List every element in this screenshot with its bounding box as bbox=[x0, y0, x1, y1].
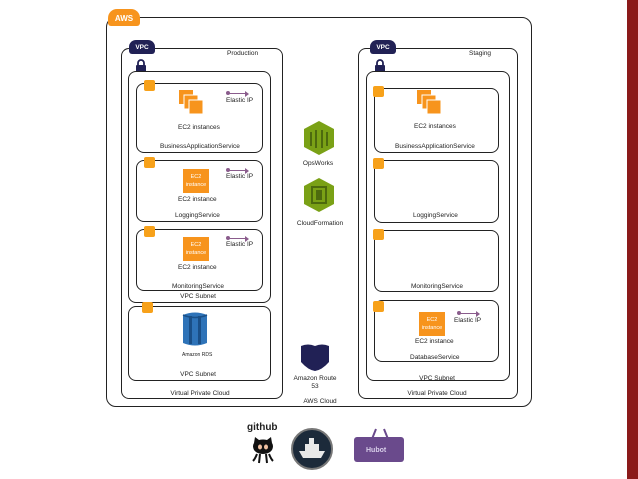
ec2-instances-label: EC2 instances bbox=[414, 123, 456, 130]
production-rds-subnet bbox=[128, 306, 271, 381]
service-marker bbox=[144, 226, 155, 237]
aws-cloud-label: AWS Cloud bbox=[303, 398, 337, 405]
staging-title: Staging bbox=[469, 50, 492, 57]
service-marker bbox=[373, 229, 384, 240]
staging-vpc-subnet bbox=[366, 71, 510, 381]
ec2-instance-label: EC2 instance bbox=[415, 338, 454, 345]
ec2-instance-label: EC2 instance bbox=[178, 264, 217, 271]
rds-subnet-label: VPC Subnet bbox=[180, 371, 216, 378]
service-marker bbox=[373, 301, 384, 312]
ec2-instance-label: EC2 instance bbox=[178, 196, 217, 203]
elastic-ip-icon bbox=[226, 235, 249, 242]
docker-ship-icon bbox=[291, 428, 333, 470]
staging-logging-service bbox=[374, 160, 499, 223]
github-wordmark: github bbox=[247, 422, 278, 433]
octocat-icon bbox=[252, 437, 274, 464]
service-label: MonitoringService bbox=[411, 283, 464, 290]
production-vpc-label: Virtual Private Cloud bbox=[170, 390, 230, 397]
staging-database-service bbox=[374, 300, 499, 362]
production-vpc bbox=[121, 48, 283, 399]
cloudformation-label: CloudFormation bbox=[296, 220, 344, 227]
production-business-service bbox=[136, 83, 263, 153]
opsworks-icon bbox=[304, 121, 334, 155]
ec2-instances-label: EC2 instances bbox=[178, 124, 220, 131]
route53-icon bbox=[301, 344, 329, 371]
amazon-rds-label: Amazon RDS bbox=[182, 352, 213, 358]
aws-cloud-badge: AWS bbox=[108, 9, 140, 26]
elastic-ip-icon bbox=[226, 167, 249, 174]
route53-label: Amazon Route 53 bbox=[293, 375, 337, 390]
production-vpc-subnet bbox=[128, 71, 271, 303]
production-vpc-subnet-label: VPC Subnet bbox=[180, 293, 216, 300]
aws-cloud-container bbox=[106, 17, 532, 407]
service-marker bbox=[144, 157, 155, 168]
opsworks-label: OpsWorks bbox=[302, 160, 334, 167]
staging-monitoring-service bbox=[374, 230, 499, 292]
staging-vpc bbox=[358, 48, 518, 399]
elastic-ip-label: Elastic IP bbox=[226, 241, 254, 248]
ec2-instance-box: EC2 instance bbox=[183, 237, 209, 261]
staging-vpc-badge: VPC bbox=[370, 40, 396, 54]
service-label: DatabaseService bbox=[410, 354, 460, 361]
service-marker bbox=[373, 86, 384, 97]
lock-icon bbox=[375, 59, 385, 72]
production-logging-service bbox=[136, 160, 263, 222]
ec2-instance-box: EC2 instance bbox=[419, 312, 445, 336]
staging-vpc-label: Virtual Private Cloud bbox=[407, 390, 467, 397]
amazon-rds-icon bbox=[182, 312, 208, 346]
service-marker bbox=[144, 80, 155, 91]
ec2-instance-box: EC2 instance bbox=[183, 169, 209, 193]
elastic-ip-icon bbox=[457, 310, 480, 317]
production-title: Production bbox=[227, 50, 259, 57]
service-label: MonitoringService bbox=[172, 283, 225, 290]
hubot-logo bbox=[354, 437, 404, 462]
lock-icon bbox=[136, 59, 146, 72]
elastic-ip-icon bbox=[226, 90, 249, 97]
production-monitoring-service bbox=[136, 229, 263, 291]
accent-bar bbox=[627, 0, 638, 479]
service-label: LoggingService bbox=[413, 212, 458, 219]
staging-business-service bbox=[374, 88, 499, 153]
elastic-ip-label: Elastic IP bbox=[454, 317, 482, 324]
elastic-ip-label: Elastic IP bbox=[226, 97, 254, 104]
hubot-antenna-icon bbox=[371, 428, 389, 439]
hubot-wordmark: Hubot bbox=[366, 447, 387, 454]
cloudformation-icon bbox=[304, 178, 334, 212]
ec2-instances-icon bbox=[179, 90, 204, 115]
service-marker bbox=[142, 302, 153, 313]
service-label: BusinessApplicationService bbox=[395, 143, 475, 150]
service-label: LoggingService bbox=[175, 212, 220, 219]
staging-vpc-subnet-label: VPC Subnet bbox=[419, 375, 455, 382]
service-marker bbox=[373, 158, 384, 169]
ec2-instances-icon bbox=[417, 90, 442, 115]
production-vpc-badge: VPC bbox=[129, 40, 155, 54]
service-label: BusinessApplicationService bbox=[160, 143, 240, 150]
elastic-ip-label: Elastic IP bbox=[226, 173, 254, 180]
